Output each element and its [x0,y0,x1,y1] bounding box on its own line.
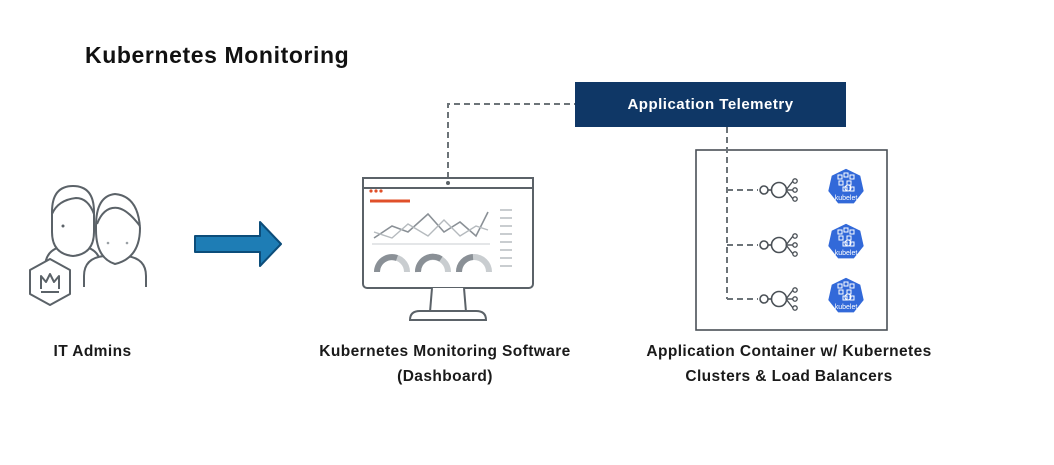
load-balancer-icon [759,178,798,202]
cluster-row: kubelet [727,276,866,314]
cluster-rows: kubelet kubelet kubelet [727,167,866,314]
caption-application-container: Application Container w/ Kubernetes Clus… [614,339,964,389]
admins-icon [29,185,147,306]
kubelet-icon: kubelet [826,276,866,314]
telemetry-connector [447,103,575,178]
caption-it-admins: IT Admins [53,343,132,360]
caption-application-container-line1: Application Container w/ Kubernetes [646,343,932,360]
crown-badge-icon [29,258,71,306]
kubelet-icon: kubelet [826,167,866,205]
caption-monitoring-software-line1: Kubernetes Monitoring Software [319,343,571,360]
kubelet-label: kubelet [835,195,858,202]
kubelet-label: kubelet [835,304,858,311]
kubelet-label: kubelet [835,250,858,257]
load-balancer-icon [759,233,798,257]
cluster-row: kubelet [727,167,866,205]
container-box [695,149,888,331]
application-telemetry-box: Application Telemetry [575,82,846,127]
person-icon [83,193,147,287]
cluster-row: kubelet [727,222,866,260]
diagram-title: Kubernetes Monitoring [85,42,350,68]
caption-monitoring-software: Kubernetes Monitoring Software (Dashboar… [300,339,590,389]
caption-monitoring-software-line2: (Dashboard) [397,368,493,385]
monitor-icon [362,177,534,321]
arrow-right-icon [194,221,282,267]
kubelet-icon: kubelet [826,222,866,260]
caption-application-container-line2: Clusters & Load Balancers [685,368,893,385]
load-balancer-icon [759,287,798,311]
